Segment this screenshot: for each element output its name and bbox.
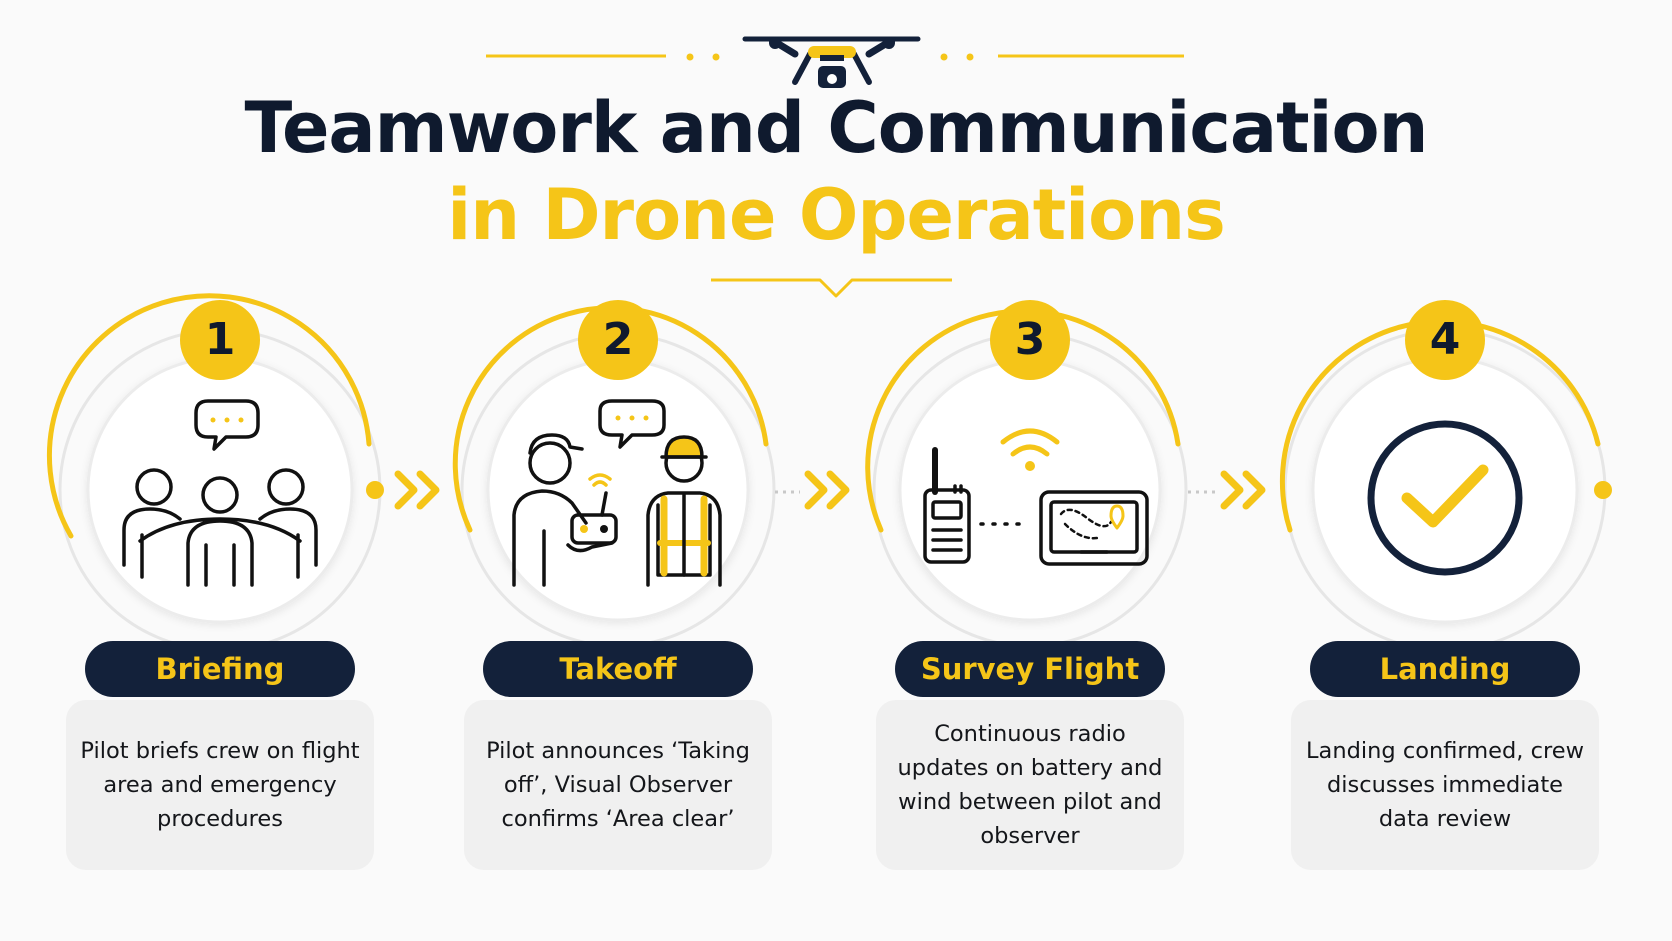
header-decoration <box>486 36 1184 298</box>
step-2: 2 Takeoff Pilot announces ‘Taking off’, … <box>438 0 798 941</box>
title-line-2: in Drone Operations <box>447 174 1226 256</box>
step-description: Pilot briefs crew on flight area and eme… <box>80 738 360 832</box>
step-label: Landing <box>1310 641 1580 697</box>
step-3: 3 Survey Flight Continuous radio updates… <box>850 0 1210 941</box>
connector-3-4 <box>1188 470 1266 510</box>
step-number-badge: 2 <box>578 300 658 380</box>
step-description: Pilot announces ‘Taking off’, Visual Obs… <box>486 738 750 832</box>
step-description-card: Pilot briefs crew on flight area and eme… <box>66 700 374 870</box>
radio-tablet-icon <box>923 428 1149 566</box>
step-description-card: Continuous radio updates on battery and … <box>876 700 1184 870</box>
drone-icon <box>742 36 921 88</box>
step-number-badge: 1 <box>180 300 260 380</box>
header: Teamwork and Communication in Drone Oper… <box>0 0 1672 300</box>
step-label: Briefing <box>85 641 355 697</box>
step-number-badge: 4 <box>1405 300 1485 380</box>
title-line-1: Teamwork and Communication <box>244 87 1429 169</box>
team-briefing-icon <box>122 399 318 587</box>
step-description-card: Pilot announces ‘Taking off’, Visual Obs… <box>464 700 772 870</box>
step-number-badge: 3 <box>990 300 1070 380</box>
step-description: Continuous radio updates on battery and … <box>897 721 1163 849</box>
header-ornament <box>486 53 1184 298</box>
checkmark-icon <box>1367 420 1523 576</box>
pilot-observer-icon <box>512 399 722 587</box>
step-description: Landing confirmed, crew discusses immedi… <box>1306 738 1584 832</box>
step-1: 1 Briefing Pilot briefs crew on flight a… <box>40 0 400 941</box>
step-ring-3 <box>865 308 1188 648</box>
connector-2-3 <box>775 470 850 510</box>
connector-1-2 <box>366 470 440 510</box>
step-4: 4 Landing Landing confirmed, crew discus… <box>1265 0 1625 941</box>
step-description-card: Landing confirmed, crew discusses immedi… <box>1291 700 1599 870</box>
step-label: Survey Flight <box>895 641 1165 697</box>
step-label: Takeoff <box>483 641 753 697</box>
